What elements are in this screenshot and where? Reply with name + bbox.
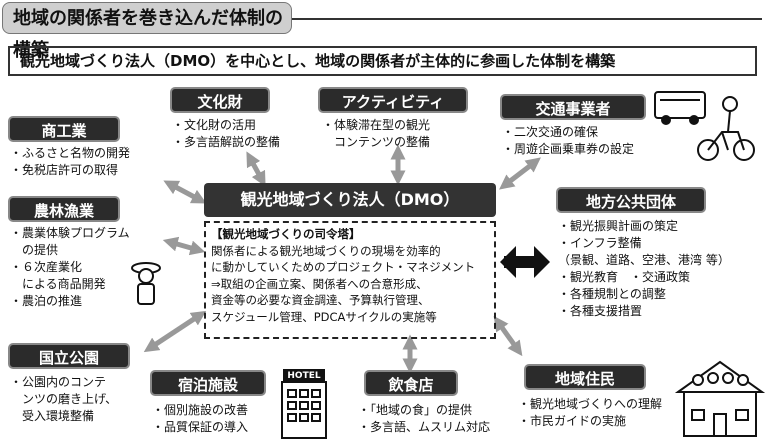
label-jumin: 地域住民 <box>524 364 646 390</box>
label-chiho: 地方公共団体 <box>556 187 706 213</box>
bicycle-icon <box>697 96 755 161</box>
items-chiho: ・観光振興計画の策定 ・インフラ整備 （景観、道路、空港、港湾 等） ・観光教育… <box>558 218 730 320</box>
arrow-shokogyo <box>163 180 207 204</box>
subtitle: 観光地域づくり法人（DMO）を中心とし、地域の関係者が主体的に参画した体制を構築 <box>8 46 757 76</box>
label-kokuritsu: 国立公園 <box>8 343 130 369</box>
items-shukuhaku: ・個別施設の改善 ・品質保証の導入 <box>152 402 248 436</box>
arrow-kokuritsu <box>143 310 207 353</box>
items-kotsu: ・二次交通の確保 ・周遊企画乗車券の設定 <box>502 124 634 158</box>
hotel-building-icon <box>281 369 327 439</box>
item: ・二次交通の確保 <box>502 125 599 139</box>
residents-house-icon <box>674 360 766 437</box>
item: ・観光地域づくりへの理解 <box>518 397 663 411</box>
hotel-sign: HOTEL <box>287 371 321 381</box>
item: の提供 <box>10 243 59 257</box>
item: ・免税店許可の取得 <box>10 163 119 177</box>
item: ・農泊の推進 <box>10 294 83 308</box>
label-nourin: 農林漁業 <box>8 196 120 222</box>
bus-icon <box>654 91 706 125</box>
items-jumin: ・観光地域づくりへの理解 ・市民ガイドの実施 <box>518 396 662 430</box>
items-inshoku: ・「地域の食」の提供 ・多言語、ムスリム対応 <box>358 402 490 436</box>
item: （景観、道路、空港、港湾 等） <box>558 253 730 267</box>
dmo-description: 【観光地域づくりの司令塔】 関係者による観光地域づくりの現場を効率的 に動かして… <box>204 221 496 339</box>
arrow-chiho <box>500 246 550 278</box>
label-shokogyo: 商工業 <box>8 116 120 142</box>
item: ・多言語、ムスリム対応 <box>358 420 491 434</box>
arrow-nourin <box>162 236 206 256</box>
item: ・各種規制との調整 <box>558 287 666 301</box>
item: ・周遊企画乗車券の設定 <box>502 142 635 156</box>
dmo-line: ⇒取組の企画立案、関係者への合意形成、 <box>211 276 428 291</box>
dmo-line: に動かしていくためのプロジェクト・マネジメント <box>211 260 476 274</box>
label-bunkazai: 文化財 <box>170 87 270 113</box>
item: ・農業体験プログラム <box>10 226 130 240</box>
item: ・観光教育 ・交通政策 <box>558 270 691 284</box>
label-activity: アクティビティ <box>318 87 468 113</box>
item: ・６次産業化 <box>10 260 83 274</box>
dmo-line: 資金等の必要な資金調達、予算執行管理、 <box>211 293 430 307</box>
item: ・品質保証の導入 <box>152 420 249 434</box>
arrow-jumin <box>493 315 523 357</box>
item: ・「地域の食」の提供 <box>358 403 473 417</box>
page-title: 地域の関係者を巻き込んだ体制の構築 <box>2 2 292 61</box>
item: ・公園内のコンテ <box>10 375 107 389</box>
dmo-line: 関係者による観光地域づくりの現場を効率的 <box>211 243 441 258</box>
item: コンテンツの整備 <box>322 135 431 149</box>
items-bunkazai: ・文化財の活用 ・多言語解説の整備 <box>172 117 280 151</box>
item: ・ふるさと名物の開発 <box>10 146 131 160</box>
title-rule <box>292 18 762 20</box>
label-shukuhaku: 宿泊施設 <box>150 370 266 396</box>
label-inshoku: 飲食店 <box>364 370 458 396</box>
item: ・多言語解説の整備 <box>172 135 281 149</box>
item: による商品開発 <box>10 277 106 291</box>
item: ・市民ガイドの実施 <box>518 414 627 428</box>
items-shokogyo: ・ふるさと名物の開発 ・免税店許可の取得 <box>10 145 130 179</box>
item: ンツの磨き上げ、 <box>10 392 118 406</box>
dmo-line: 【観光地域づくりの司令塔】 <box>211 227 361 241</box>
item: 受入環境整備 <box>10 409 95 423</box>
item: ・個別施設の改善 <box>152 403 249 417</box>
item: ・各種支援措置 <box>558 304 643 318</box>
items-kokuritsu: ・公園内のコンテ ンツの磨き上げ、 受入環境整備 <box>10 374 117 425</box>
item: ・文化財の活用 <box>172 118 257 132</box>
items-nourin: ・農業体験プログラム の提供 ・６次産業化 による商品開発 ・農泊の推進 <box>10 225 130 310</box>
dmo-title: 観光地域づくり法人（DMO） <box>204 183 496 217</box>
farmer-icon <box>131 262 161 305</box>
item: ・体験滞在型の観光 <box>322 118 431 132</box>
label-kotsu: 交通事業者 <box>500 94 646 120</box>
arrow-kotsu <box>499 157 541 190</box>
arrow-bunkazai <box>246 151 266 187</box>
dmo-line: スケジュール管理、PDCAサイクルの実施等 <box>211 309 437 324</box>
item: ・観光振興計画の策定 <box>558 219 679 233</box>
item: ・インフラ整備 <box>558 236 642 250</box>
items-activity: ・体験滞在型の観光 コンテンツの整備 <box>322 117 430 151</box>
